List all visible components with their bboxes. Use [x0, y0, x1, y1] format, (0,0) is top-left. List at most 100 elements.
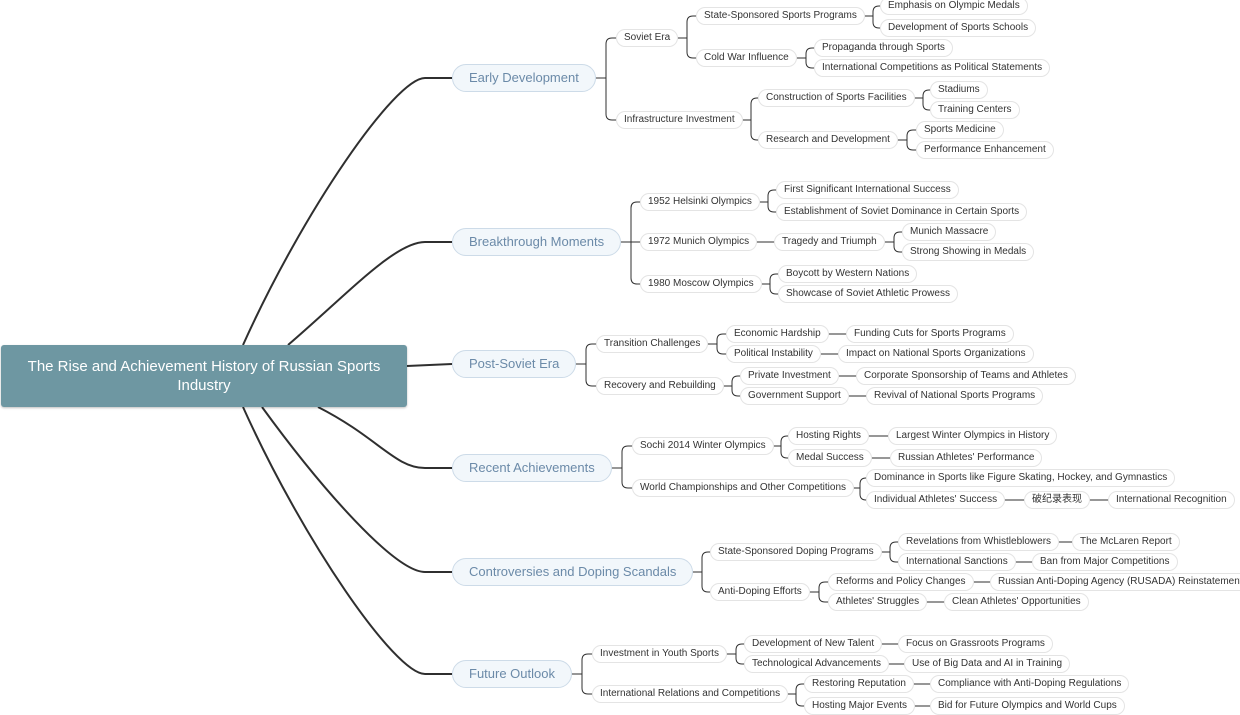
- topic-investment-in-youth-sports[interactable]: Investment in Youth Sports: [592, 645, 727, 663]
- link-1952-helsinki-olympics: [760, 189, 776, 213]
- topic-ban-from-major-competitions[interactable]: Ban from Major Competitions: [1032, 553, 1178, 571]
- topic-research-and-development[interactable]: Research and Development: [758, 131, 898, 149]
- link-world-championships-and-other-competitions: [854, 477, 867, 501]
- topic-propaganda-through-sports[interactable]: Propaganda through Sports: [814, 39, 953, 57]
- topic-russian-athletes-performance[interactable]: Russian Athletes' Performance: [890, 449, 1043, 467]
- root-link-controversies-and-doping-scandals: [261, 406, 452, 573]
- topic-soviet-era[interactable]: Soviet Era: [616, 29, 679, 47]
- root-link-recent-achievements: [317, 406, 452, 469]
- topic-the-mclaren-report[interactable]: The McLaren Report: [1072, 533, 1180, 551]
- branch-early-development[interactable]: Early Development: [452, 64, 596, 92]
- topic-establishment-of-soviet-dominance-in-certain-sports[interactable]: Establishment of Soviet Dominance in Cer…: [776, 203, 1028, 221]
- link-anti-doping-efforts: [810, 581, 828, 603]
- link-infrastructure-investment: [743, 97, 758, 141]
- topic-state-sponsored-doping-programs[interactable]: State-Sponsored Doping Programs: [710, 543, 882, 561]
- topic-compliance-with-anti-doping-regulations[interactable]: Compliance with Anti-Doping Regulations: [930, 675, 1130, 693]
- branch-breakthrough-moments[interactable]: Breakthrough Moments: [452, 228, 622, 256]
- link-research-and-development: [898, 129, 916, 151]
- topic-revival-of-national-sports-programs[interactable]: Revival of National Sports Programs: [866, 387, 1044, 405]
- central-topic[interactable]: The Rise and Achievement History of Russ…: [1, 345, 407, 407]
- topic-international-competitions-as-political-statements[interactable]: International Competitions as Political …: [814, 59, 1051, 77]
- topic-technological-advancements[interactable]: Technological Advancements: [744, 655, 889, 673]
- topic-sports-medicine[interactable]: Sports Medicine: [916, 121, 1004, 139]
- topic-first-significant-international-success[interactable]: First Significant International Success: [776, 181, 959, 199]
- topic-cold-war-influence[interactable]: Cold War Influence: [696, 49, 797, 67]
- topic-restoring-reputation[interactable]: Restoring Reputation: [804, 675, 914, 693]
- branch-controversies-and-doping-scandals[interactable]: Controversies and Doping Scandals: [452, 558, 694, 586]
- link-tragedy-and-triumph: [885, 231, 902, 253]
- topic-development-of-new-talent[interactable]: Development of New Talent: [744, 635, 883, 653]
- topic-boycott-by-western-nations[interactable]: Boycott by Western Nations: [778, 265, 918, 283]
- topic-transition-challenges[interactable]: Transition Challenges: [596, 335, 709, 353]
- topic-economic-hardship[interactable]: Economic Hardship: [726, 325, 829, 343]
- topic-international-relations-and-competitions[interactable]: International Relations and Competitions: [592, 685, 789, 703]
- topic-1980-moscow-olympics[interactable]: 1980 Moscow Olympics: [640, 275, 762, 293]
- link-construction-of-sports-facilities: [915, 89, 930, 111]
- topic-dominance-in-sports-like-figure-skating-hockey-and-gymnastics[interactable]: Dominance in Sports like Figure Skating,…: [866, 469, 1176, 487]
- link-transition-challenges: [708, 333, 726, 355]
- topic-item[interactable]: 破纪录表现: [1024, 491, 1090, 509]
- link-controversies-and-doping-scandals: [693, 551, 710, 593]
- topic-1972-munich-olympics[interactable]: 1972 Munich Olympics: [640, 233, 758, 251]
- topic-development-of-sports-schools[interactable]: Development of Sports Schools: [880, 19, 1037, 37]
- topic-private-investment[interactable]: Private Investment: [740, 367, 839, 385]
- topic-recovery-and-rebuilding[interactable]: Recovery and Rebuilding: [596, 377, 724, 395]
- link-international-relations-and-competitions: [788, 683, 804, 707]
- branch-post-soviet-era[interactable]: Post-Soviet Era: [452, 350, 577, 378]
- topic-individual-athletes-success[interactable]: Individual Athletes' Success: [866, 491, 1006, 509]
- branch-future-outlook[interactable]: Future Outlook: [452, 660, 572, 688]
- link-recovery-and-rebuilding: [724, 375, 740, 397]
- topic-reforms-and-policy-changes[interactable]: Reforms and Policy Changes: [828, 573, 974, 591]
- topic-performance-enhancement[interactable]: Performance Enhancement: [916, 141, 1054, 159]
- topic-state-sponsored-sports-programs[interactable]: State-Sponsored Sports Programs: [696, 7, 865, 25]
- topic-athletes-struggles[interactable]: Athletes' Struggles: [828, 593, 928, 611]
- topic-training-centers[interactable]: Training Centers: [930, 101, 1020, 119]
- topic-tragedy-and-triumph[interactable]: Tragedy and Triumph: [774, 233, 885, 251]
- link-investment-in-youth-sports: [727, 643, 744, 665]
- root-link-early-development: [242, 77, 452, 346]
- topic-international-recognition[interactable]: International Recognition: [1108, 491, 1235, 509]
- link-recent-achievements: [612, 445, 632, 489]
- topic-clean-athletes-opportunities[interactable]: Clean Athletes' Opportunities: [944, 593, 1089, 611]
- topic-bid-for-future-olympics-and-world-cups[interactable]: Bid for Future Olympics and World Cups: [930, 697, 1125, 715]
- topic-world-championships-and-other-competitions[interactable]: World Championships and Other Competitio…: [632, 479, 855, 497]
- topic-strong-showing-in-medals[interactable]: Strong Showing in Medals: [902, 243, 1035, 261]
- topic-showcase-of-soviet-athletic-prowess[interactable]: Showcase of Soviet Athletic Prowess: [778, 285, 958, 303]
- topic-impact-on-national-sports-organizations[interactable]: Impact on National Sports Organizations: [838, 345, 1034, 363]
- topic-largest-winter-olympics-in-history[interactable]: Largest Winter Olympics in History: [888, 427, 1058, 445]
- topic-use-of-big-data-and-ai-in-training[interactable]: Use of Big Data and AI in Training: [904, 655, 1071, 673]
- topic-russian-anti-doping-agency-rusada-reinstatement[interactable]: Russian Anti-Doping Agency (RUSADA) Rein…: [990, 573, 1240, 591]
- topic-1952-helsinki-olympics[interactable]: 1952 Helsinki Olympics: [640, 193, 760, 211]
- branch-recent-achievements[interactable]: Recent Achievements: [452, 454, 612, 482]
- topic-funding-cuts-for-sports-programs[interactable]: Funding Cuts for Sports Programs: [846, 325, 1014, 343]
- root-link-future-outlook: [242, 406, 452, 675]
- link-soviet-era: [678, 15, 696, 59]
- topic-focus-on-grassroots-programs[interactable]: Focus on Grassroots Programs: [898, 635, 1053, 653]
- topic-hosting-rights[interactable]: Hosting Rights: [788, 427, 870, 445]
- topic-government-support[interactable]: Government Support: [740, 387, 849, 405]
- link-1980-moscow-olympics: [762, 273, 778, 295]
- topic-emphasis-on-olympic-medals[interactable]: Emphasis on Olympic Medals: [880, 0, 1028, 15]
- topic-anti-doping-efforts[interactable]: Anti-Doping Efforts: [710, 583, 810, 601]
- topic-hosting-major-events[interactable]: Hosting Major Events: [804, 697, 916, 715]
- link-state-sponsored-sports-programs: [865, 5, 880, 29]
- root-link-breakthrough-moments: [287, 241, 452, 346]
- topic-munich-massacre[interactable]: Munich Massacre: [902, 223, 997, 241]
- link-sochi-2014-winter-olympics: [774, 435, 788, 459]
- topic-political-instability[interactable]: Political Instability: [726, 345, 821, 363]
- root-link-post-soviet-era: [406, 363, 453, 367]
- link-future-outlook: [572, 653, 592, 695]
- link-breakthrough-moments: [621, 201, 640, 285]
- topic-stadiums[interactable]: Stadiums: [930, 81, 988, 99]
- topic-sochi-2014-winter-olympics[interactable]: Sochi 2014 Winter Olympics: [632, 437, 774, 455]
- link-cold-war-influence: [797, 47, 814, 69]
- topic-revelations-from-whistleblowers[interactable]: Revelations from Whistleblowers: [898, 533, 1060, 551]
- link-early-development: [596, 37, 616, 121]
- topic-corporate-sponsorship-of-teams-and-athletes[interactable]: Corporate Sponsorship of Teams and Athle…: [856, 367, 1076, 385]
- topic-medal-success[interactable]: Medal Success: [788, 449, 872, 467]
- link-state-sponsored-doping-programs: [882, 541, 898, 563]
- topic-construction-of-sports-facilities[interactable]: Construction of Sports Facilities: [758, 89, 915, 107]
- topic-infrastructure-investment[interactable]: Infrastructure Investment: [616, 111, 743, 129]
- topic-international-sanctions[interactable]: International Sanctions: [898, 553, 1016, 571]
